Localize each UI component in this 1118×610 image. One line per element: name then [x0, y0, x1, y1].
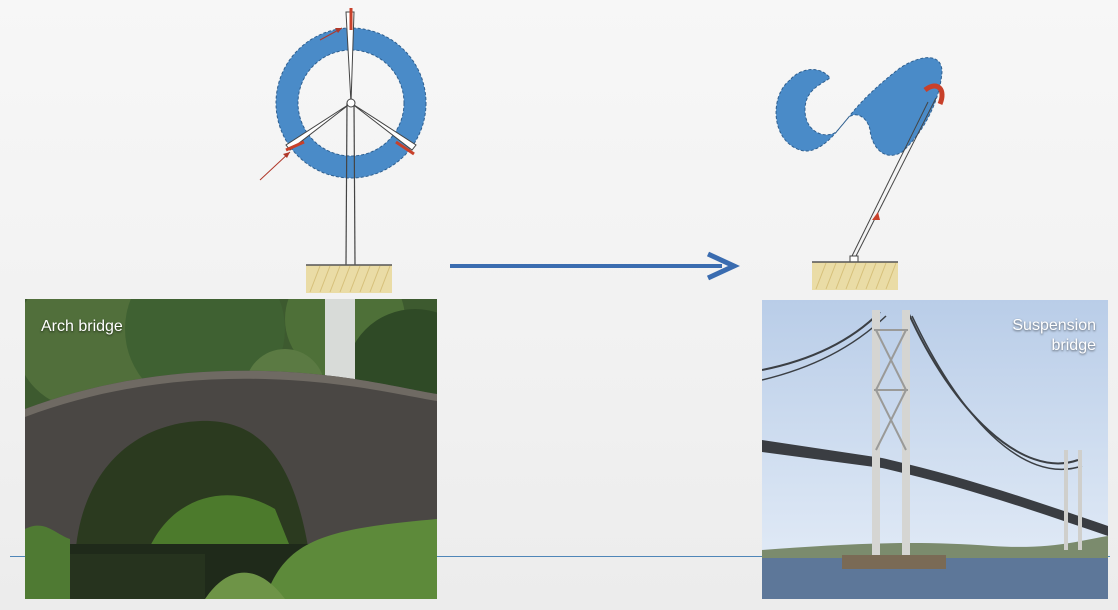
right-arrow-icon [446, 250, 746, 284]
suspension-bridge-photo: Suspension bridge [762, 300, 1108, 599]
ring-turbine-diagram-icon [250, 0, 450, 300]
suspension-bridge-label-line2: bridge [1012, 336, 1096, 356]
arch-bridge-photo: Arch bridge [25, 299, 437, 599]
suspension-bridge-label-line1: Suspension [1012, 316, 1096, 336]
suspension-bridge-label: Suspension bridge [1012, 316, 1096, 356]
arch-bridge-label: Arch bridge [41, 317, 123, 337]
figure-eight-tethered-kite-diagram-icon [760, 40, 960, 300]
